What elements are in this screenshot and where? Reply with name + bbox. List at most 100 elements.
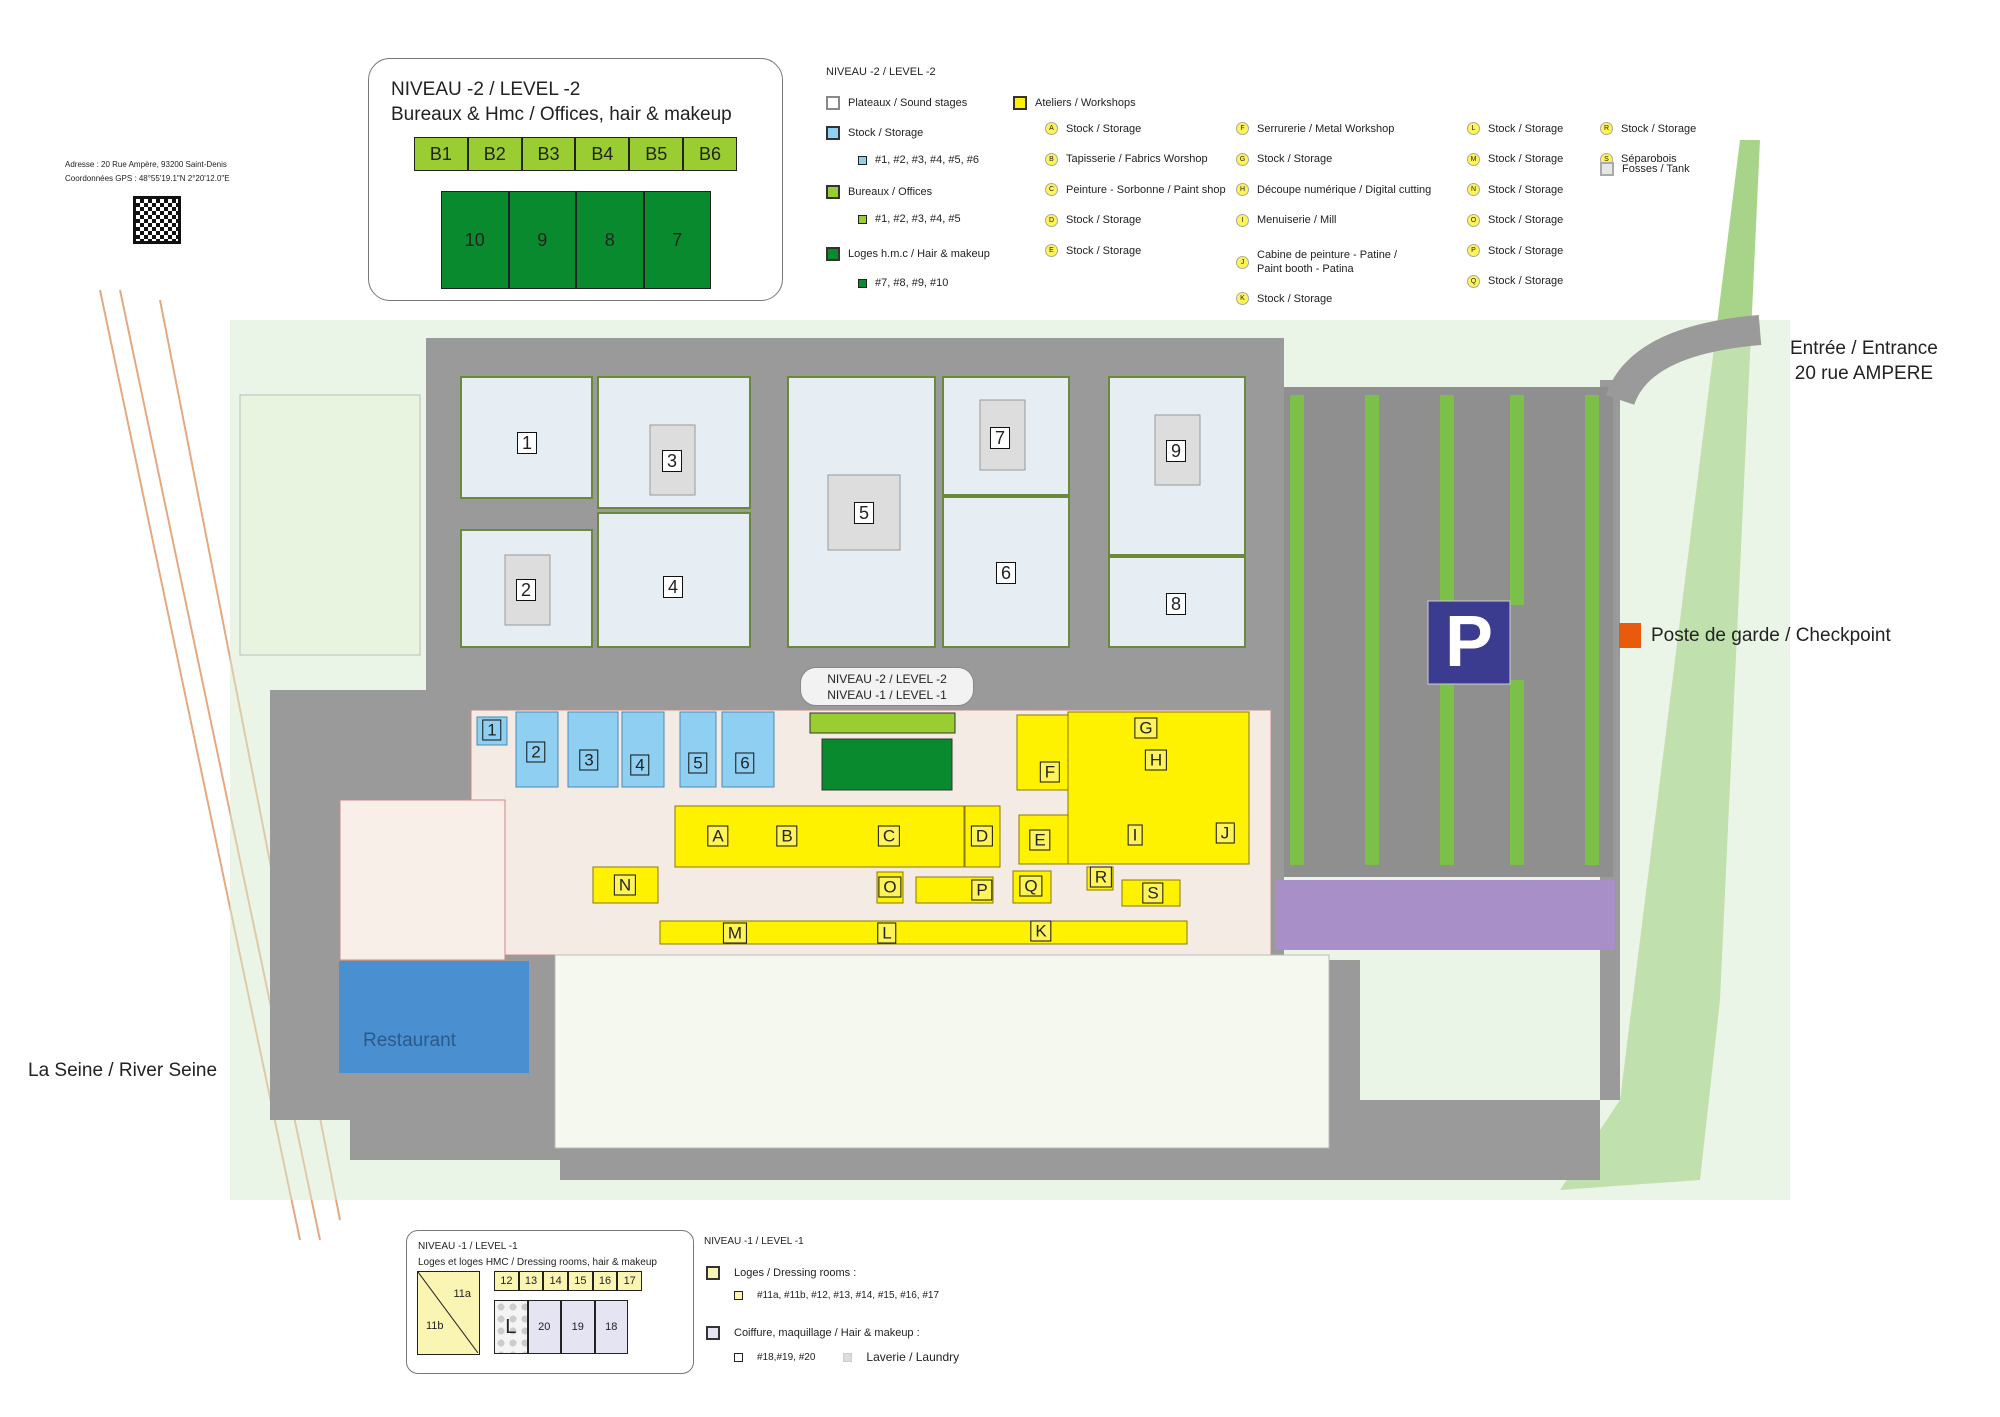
stage-7[interactable]: 7 — [989, 427, 1011, 449]
workshop-s[interactable]: S — [1142, 882, 1164, 904]
storage-rooms — [476, 711, 775, 788]
hmc-9: 9 — [508, 191, 576, 289]
checkpoint-marker — [1619, 623, 1641, 648]
workshop-f[interactable]: F — [1039, 761, 1061, 783]
level-tag-1: NIVEAU -1 / LEVEL -1 — [827, 688, 947, 702]
legend-dot-q: Q — [1467, 274, 1480, 288]
stage-6[interactable]: 6 — [995, 562, 1017, 584]
workshop-a[interactable]: A — [707, 825, 729, 847]
level2-subtitle: Bureaux & Hmc / Offices, hair & makeup — [391, 104, 732, 125]
level2-key-box: NIVEAU -2 / LEVEL -2 Bureaux & Hmc / Off… — [368, 58, 783, 301]
legend-label: Stock / Storage — [1488, 153, 1564, 165]
legend-storage: Stock / Storage — [826, 126, 923, 140]
stage-9[interactable]: 9 — [1165, 440, 1187, 462]
dressing-11: 11a 11b — [417, 1271, 480, 1355]
hmc-row: 10 9 8 7 — [441, 191, 711, 289]
legend-hmc: Loges h.m.c / Hair & makeup — [826, 247, 990, 261]
west-green — [239, 394, 421, 656]
legend-hair-makeup: Coiffure, maquillage / Hair & makeup : — [706, 1326, 920, 1340]
legend-label: Stock / Storage — [1066, 214, 1142, 226]
legend-label: Peinture - Sorbonne / Paint shop — [1066, 183, 1226, 196]
legend-label: Séparobois — [1621, 153, 1677, 165]
gps-coordinates: Coordonnées GPS : 48°55'19.1"N 2°20'12.0… — [65, 174, 230, 183]
workshop-g[interactable]: G — [1134, 717, 1158, 739]
stage-5[interactable]: 5 — [853, 502, 875, 524]
restaurant-label: Restaurant — [363, 1030, 456, 1051]
address: Adresse : 20 Rue Ampère, 93200 Saint-Den… — [65, 160, 227, 169]
level1-legend-title: NIVEAU -1 / LEVEL -1 — [704, 1236, 804, 1247]
office-b5: B5 — [629, 137, 684, 171]
level-tag: NIVEAU -2 / LEVEL -2 NIVEAU -1 / LEVEL -… — [800, 667, 974, 706]
level2-title: NIVEAU -2 / LEVEL -2 — [391, 79, 581, 100]
storage-3[interactable]: 3 — [579, 749, 599, 771]
legend-tank: Fosses / Tank — [1600, 162, 1690, 176]
workshop-m[interactable]: M — [722, 922, 748, 944]
legend-label: Stock / Storage — [1257, 153, 1333, 165]
legend-item-l: L Stock / Storage — [1467, 122, 1563, 135]
storage-6[interactable]: 6 — [735, 752, 755, 774]
storage-1[interactable]: 1 — [482, 719, 502, 741]
legend-label: Serrurerie / Metal Workshop — [1257, 122, 1395, 135]
dressing-16: 16 — [592, 1271, 618, 1291]
address-block: Adresse : 20 Rue Ampère, 93200 Saint-Den… — [65, 158, 230, 244]
stage-1[interactable]: 1 — [516, 432, 538, 454]
legend-label: Stock / Storage — [1488, 275, 1564, 287]
office-b1: B1 — [414, 137, 468, 171]
office-b2: B2 — [467, 137, 522, 171]
workshop-b[interactable]: B — [776, 825, 798, 847]
legend-sound-stages: Plateaux / Sound stages — [826, 96, 967, 110]
legend-dot-h: H — [1236, 183, 1249, 196]
storage-2[interactable]: 2 — [526, 741, 546, 763]
dressing-17: 17 — [617, 1271, 643, 1291]
legend-dot-j: J — [1236, 255, 1249, 269]
storage-5[interactable]: 5 — [688, 752, 708, 774]
workshop-q[interactable]: Q — [1019, 875, 1043, 897]
legend-dot-a: A — [1045, 122, 1058, 135]
entrance-road — [1605, 315, 1762, 406]
legend-label: Stock / Storage — [1488, 122, 1564, 135]
river-label: La Seine / River Seine — [28, 1060, 218, 1081]
stage-2[interactable]: 2 — [515, 579, 537, 601]
workshop-k[interactable]: K — [1030, 920, 1052, 942]
workshop-i[interactable]: I — [1127, 824, 1143, 846]
legend-dot-p: P — [1467, 244, 1480, 257]
stage-3[interactable]: 3 — [661, 450, 683, 472]
hmc-10: 10 — [441, 191, 509, 289]
parking-rows — [1290, 395, 1599, 865]
checkpoint-label: Poste de garde / Checkpoint — [1651, 625, 1891, 646]
workshop-l[interactable]: L — [877, 922, 897, 944]
workshop-d[interactable]: D — [970, 825, 994, 847]
legend-item-n: N Stock / Storage — [1467, 183, 1563, 196]
stage-8[interactable]: 8 — [1165, 593, 1187, 615]
workshop-p[interactable]: P — [971, 879, 993, 901]
legend-dot-l: L — [1467, 122, 1480, 135]
workshop-j[interactable]: J — [1215, 822, 1235, 844]
hmc-19: 19 — [561, 1300, 595, 1354]
legend-label: Découpe numérique / Digital cutting — [1257, 183, 1432, 196]
legend-item-q: Q Stock / Storage — [1467, 274, 1564, 288]
workshop-o[interactable]: O — [878, 876, 902, 898]
workshop-c[interactable]: C — [877, 825, 901, 847]
covered-walkway — [1275, 880, 1615, 950]
workshop-e[interactable]: E — [1029, 829, 1051, 851]
entrance-label: Entrée / Entrance 20 rue AMPERE — [1790, 336, 1938, 386]
legend-dot-b: B — [1045, 152, 1058, 166]
offices-strip — [809, 712, 956, 734]
legend-label: Cabine de peinture - Patine / — [1257, 249, 1398, 261]
workshop-n[interactable]: N — [613, 874, 637, 896]
storage-4[interactable]: 4 — [630, 754, 650, 776]
office-b3: B3 — [521, 137, 576, 171]
dressing-row: 12 13 14 15 16 17 — [494, 1271, 643, 1291]
parking-sign-bg — [1427, 600, 1511, 685]
legend-label: Stock / Storage — [1488, 183, 1564, 196]
legend-dot-n: N — [1467, 183, 1480, 196]
stage-4[interactable]: 4 — [662, 576, 684, 598]
workshop-h[interactable]: H — [1144, 749, 1168, 771]
workshop-r[interactable]: R — [1089, 866, 1113, 888]
hmc-18: 18 — [594, 1300, 628, 1354]
